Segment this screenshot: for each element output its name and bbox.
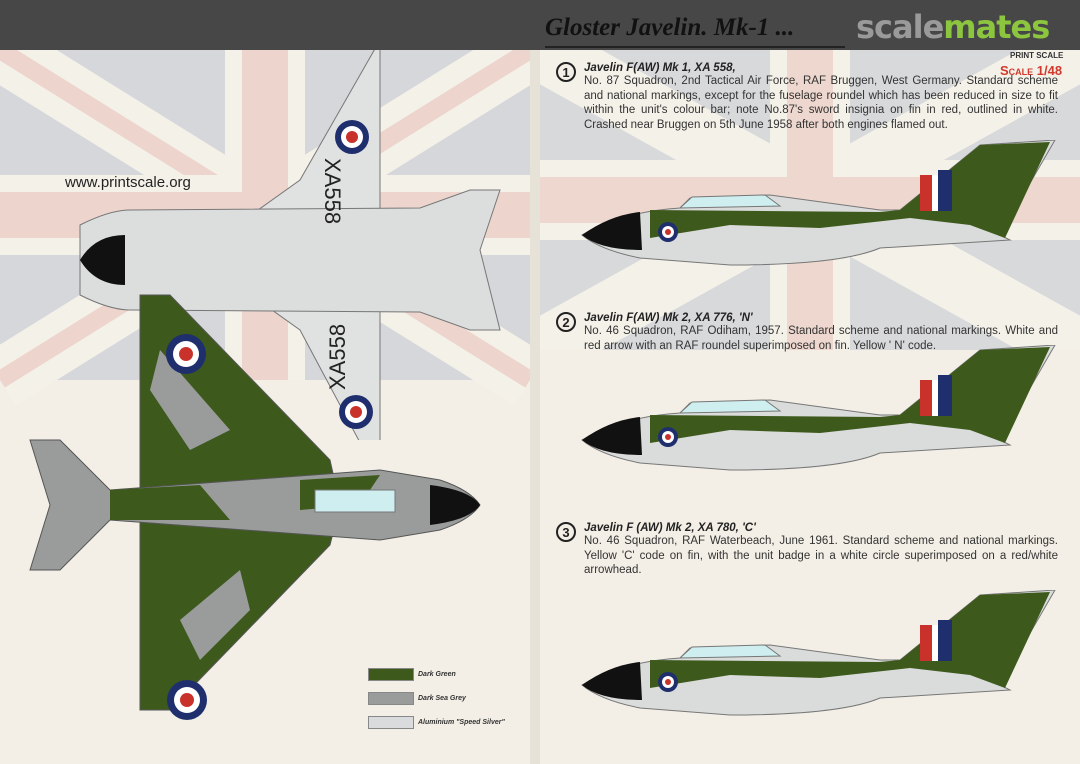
publisher-logo: PRINT SCALE — [1010, 51, 1064, 60]
side-view-aircraft-3 — [581, 590, 1056, 716]
underside-view-aircraft: XA558 XA558 — [79, 50, 501, 440]
entry-heading: Javelin F(AW) Mk 2, XA 776, 'N' — [584, 312, 753, 324]
legend-item: Dark Green — [368, 662, 505, 686]
swatch-aluminium — [368, 715, 414, 729]
entry-2: 2 Javelin F(AW) Mk 2, XA 776, 'N' No. 46… — [556, 312, 1058, 353]
legend-item: Aluminium "Speed Silver" — [368, 710, 505, 734]
serial-bottom: XA558 — [325, 324, 350, 390]
entry-number: 1 — [556, 62, 576, 82]
upper-surface-view-aircraft — [29, 294, 481, 720]
colour-legend: Dark Green Dark Sea Grey Aluminium "Spee… — [368, 662, 505, 734]
scale-label: Scale 1/48 — [1000, 63, 1063, 78]
scalemates-watermark: scalemates — [856, 8, 1050, 46]
watermark-bar — [0, 0, 1080, 50]
side-view-aircraft-2 — [581, 345, 1056, 471]
left-page: www.printscale.org XA558 XA558 Dark Gree… — [0, 50, 530, 764]
entry-text: No. 46 Squadron, RAF Waterbeach, June 19… — [584, 535, 1058, 576]
legend-label: Dark Green — [418, 670, 456, 678]
legend-item: Dark Sea Grey — [368, 686, 505, 710]
entry-text: No. 87 Squadron, 2nd Tactical Air Force,… — [584, 75, 1058, 131]
swatch-dark-green — [368, 667, 414, 681]
entry-heading: Javelin F (AW) Mk 2, XA 780, 'C' — [584, 522, 756, 534]
page-gutter — [530, 50, 540, 764]
entry-heading: Javelin F(AW) Mk 1, XA 558, — [584, 62, 736, 74]
title-underline — [545, 46, 845, 48]
side-view-aircraft-1 — [581, 140, 1056, 266]
entry-1: 1 Javelin F(AW) Mk 1, XA 558, No. 87 Squ… — [556, 62, 1058, 132]
swatch-dark-sea-grey — [368, 691, 414, 705]
legend-label: Aluminium "Speed Silver" — [418, 718, 505, 726]
entry-3: 3 Javelin F (AW) Mk 2, XA 780, 'C' No. 4… — [556, 522, 1058, 578]
sheet-title: Gloster Javelin. Mk-1 ... — [545, 14, 795, 41]
entry-number: 2 — [556, 312, 576, 332]
entry-number: 3 — [556, 522, 576, 542]
entry-text: No. 46 Squadron, RAF Odiham, 1957. Stand… — [584, 325, 1058, 352]
serial-top: XA558 — [320, 158, 345, 224]
website-url: www.printscale.org — [65, 174, 191, 191]
legend-label: Dark Sea Grey — [418, 694, 466, 702]
